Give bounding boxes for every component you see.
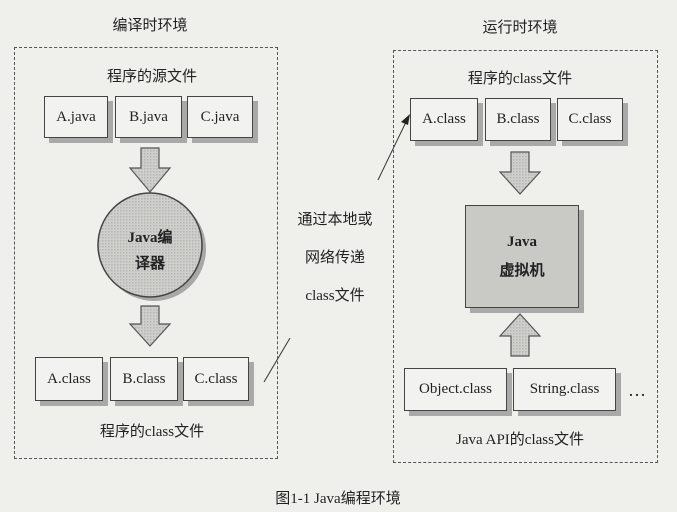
- runtime-class-label: 程序的class文件: [467, 71, 573, 87]
- down-arrow-icon: [128, 305, 172, 347]
- api-class-file: Object.class: [404, 368, 507, 411]
- source-file: A.java: [44, 96, 108, 138]
- compile-env-title: 编译时环境: [112, 18, 188, 34]
- runtime-env-region: [393, 50, 658, 463]
- transfer-text-1: 通过本地或: [297, 212, 373, 228]
- down-arrow-icon: [128, 147, 172, 193]
- class-file: A.class: [35, 357, 103, 401]
- compiler-label-1: Java编: [127, 230, 173, 246]
- class-file: B.class: [110, 357, 178, 401]
- compiler-label-2: 译器: [134, 256, 165, 272]
- up-arrow-icon: [498, 313, 542, 357]
- compiler-circle: [97, 192, 206, 301]
- class-files-label: 程序的class文件: [99, 424, 205, 440]
- transfer-text-2: 网络传递: [304, 250, 365, 266]
- jvm-label-2: 虚拟机: [499, 262, 545, 279]
- api-files-label: Java API的class文件: [456, 432, 584, 448]
- api-class-file: String.class: [513, 368, 616, 411]
- class-file: A.class: [410, 98, 478, 141]
- figure-caption: 图1-1 Java编程环境: [275, 491, 401, 507]
- source-file: C.java: [187, 96, 253, 138]
- runtime-env-title: 运行时环境: [482, 20, 558, 36]
- source-files-label: 程序的源文件: [106, 69, 197, 85]
- class-file: B.class: [485, 98, 551, 141]
- down-arrow-icon: [498, 151, 542, 195]
- source-file: B.java: [115, 96, 182, 138]
- class-file: C.class: [557, 98, 623, 141]
- jvm-box: Java 虚拟机: [465, 205, 579, 308]
- compile-env-region: [14, 47, 278, 459]
- transfer-text-3: class文件: [305, 288, 365, 304]
- ellipsis: …: [628, 380, 646, 400]
- jvm-label-1: Java: [507, 233, 537, 250]
- class-file: C.class: [183, 357, 249, 401]
